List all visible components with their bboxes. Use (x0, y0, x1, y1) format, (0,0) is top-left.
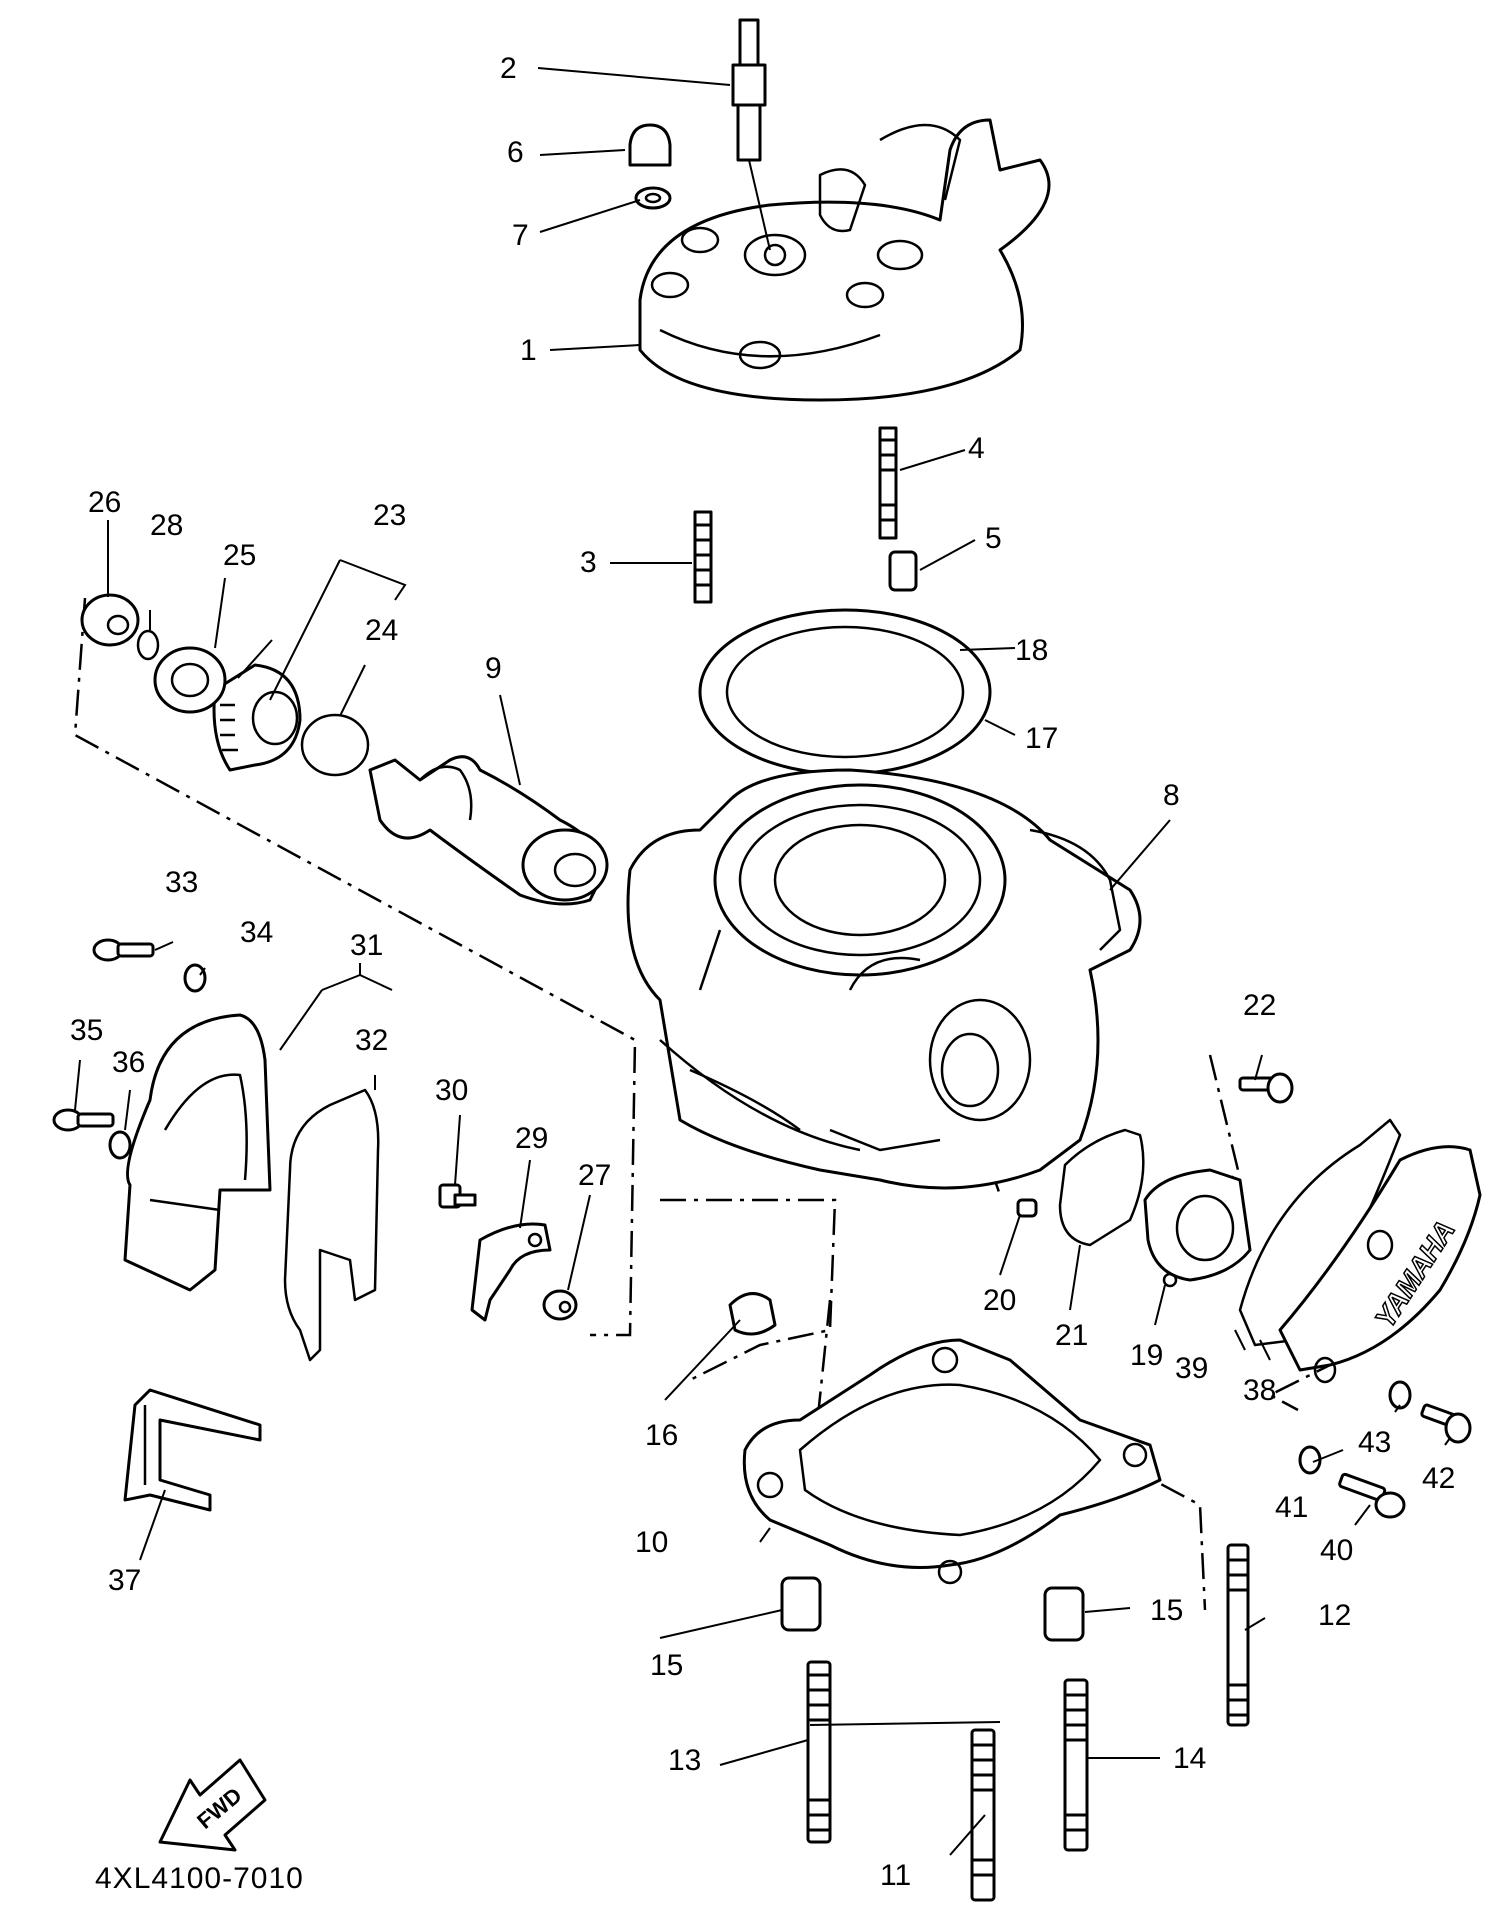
o-ring-24 (300, 713, 370, 777)
bolt-22 (1238, 1072, 1294, 1104)
callout-38: 38 (1243, 1374, 1276, 1407)
callout-36: 36 (112, 1046, 145, 1079)
nut-5 (888, 550, 918, 592)
callout-23: 23 (373, 499, 406, 532)
callout-11: 11 (880, 1859, 911, 1892)
callout-31: 31 (350, 929, 383, 962)
callout-19: 19 (1130, 1339, 1163, 1372)
fwd-arrow-icon: FWD (158, 1758, 267, 1852)
callout-15b: 15 (1150, 1594, 1183, 1627)
stud-4 (878, 426, 898, 540)
callout-17: 17 (1025, 722, 1058, 755)
callout-20: 20 (983, 1284, 1016, 1317)
nut-16 (728, 1292, 777, 1336)
exhaust-valve-9 (368, 755, 609, 906)
bolt-40 (1338, 1472, 1406, 1519)
callout-5: 5 (985, 522, 1002, 555)
spark-plug (731, 18, 771, 251)
callout-12: 12 (1318, 1599, 1351, 1632)
cover-31 (123, 1013, 272, 1292)
callout-24: 24 (365, 614, 398, 647)
cap-nut (628, 123, 672, 167)
callout-43: 43 (1358, 1426, 1391, 1459)
callout-8: 8 (1163, 779, 1180, 812)
stud-12 (1226, 1543, 1250, 1727)
cover-38: YAMAHA (1278, 1145, 1482, 1384)
callout-37: 37 (108, 1564, 141, 1597)
bolt-42 (1420, 1403, 1472, 1444)
base-gasket-10 (742, 1338, 1162, 1585)
washer-36 (108, 1130, 132, 1160)
bearing-25 (153, 646, 227, 714)
diagram-part-number: 4XL4100-7010 (95, 1862, 304, 1895)
cylinder-head (638, 118, 1051, 402)
stud-3 (693, 510, 713, 604)
callout-22: 22 (1243, 989, 1276, 1022)
leader-lines (74, 67, 1451, 1856)
cover-19 (1143, 1168, 1252, 1288)
callout-1: 1 (520, 334, 537, 367)
dowel-15-left (780, 1576, 822, 1632)
callout-33: 33 (165, 866, 198, 899)
o-ring-18 (725, 625, 965, 759)
callout-3: 3 (580, 546, 597, 579)
stud-13 (806, 1660, 832, 1844)
washer-34 (183, 963, 207, 993)
circlip-28 (136, 629, 160, 661)
callout-7: 7 (512, 219, 529, 252)
callout-25: 25 (223, 539, 256, 572)
callout-30: 30 (435, 1074, 468, 1107)
callout-21: 21 (1055, 1319, 1088, 1352)
guide-37 (123, 1388, 262, 1512)
bolt-33 (92, 938, 155, 962)
callout-32: 32 (355, 1024, 388, 1057)
callout-2: 2 (500, 52, 517, 85)
callout-29: 29 (515, 1122, 548, 1155)
bolt-35 (52, 1108, 115, 1132)
washer-7 (634, 186, 672, 210)
head-gasket-17 (698, 608, 992, 776)
callout-35: 35 (70, 1014, 103, 1047)
callout-34: 34 (240, 916, 273, 949)
callout-14: 14 (1173, 1742, 1206, 1775)
callout-16: 16 (645, 1419, 678, 1452)
callout-40: 40 (1320, 1534, 1353, 1567)
callout-26: 26 (88, 486, 121, 519)
washer-43 (1388, 1380, 1412, 1410)
collar-27 (542, 1289, 578, 1321)
bolt-30 (438, 1183, 477, 1209)
collar-26 (80, 593, 140, 647)
stud-11 (970, 1728, 996, 1902)
pulley-23 (212, 663, 302, 772)
stud-14 (1063, 1678, 1089, 1852)
callout-42: 42 (1422, 1462, 1455, 1495)
gasket-32 (283, 1088, 380, 1362)
dowel-15-right (1043, 1586, 1085, 1642)
callout-9: 9 (485, 652, 502, 685)
dowel-20 (1016, 1198, 1038, 1218)
callout-4: 4 (968, 432, 985, 465)
callout-41: 41 (1275, 1491, 1308, 1524)
callout-18: 18 (1015, 634, 1048, 667)
callout-27: 27 (578, 1159, 611, 1192)
lever-29 (470, 1222, 552, 1322)
callout-13: 13 (668, 1744, 701, 1777)
callout-10: 10 (635, 1526, 668, 1559)
callout-6: 6 (507, 136, 524, 169)
callout-28: 28 (150, 509, 183, 542)
callout-15a: 15 (650, 1649, 683, 1682)
callout-39: 39 (1175, 1352, 1208, 1385)
callout-labels: 1 2 3 4 5 6 7 8 9 10 11 12 13 14 15 15 1… (70, 52, 1455, 1892)
gasket-21 (1058, 1128, 1145, 1247)
cylinder-body (626, 768, 1142, 1190)
